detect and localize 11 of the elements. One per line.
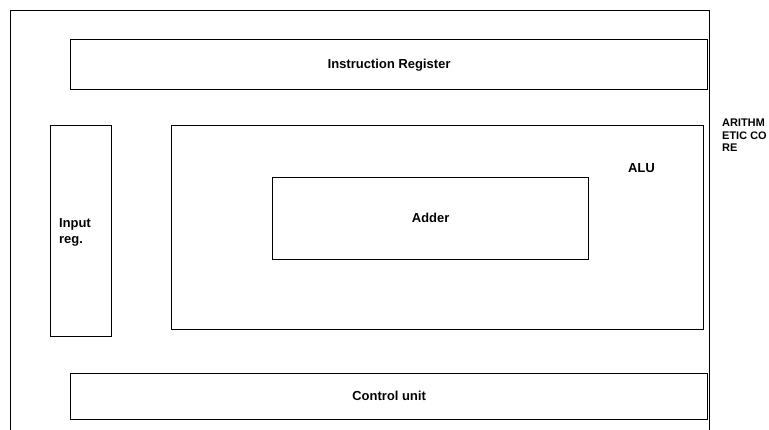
- unit-label: Input reg.: [59, 214, 92, 248]
- unit-label: Control unit: [352, 388, 426, 405]
- unit-box: [50, 125, 112, 337]
- unit-label: Adder: [412, 210, 450, 227]
- unit-box: [70, 373, 708, 420]
- unit-box: [272, 177, 589, 260]
- unit-label: Instruction Register: [328, 56, 450, 73]
- unit-box: [171, 125, 704, 330]
- unit-box: [70, 39, 708, 90]
- core-heading: ARITHMETIC CORE: [722, 117, 768, 155]
- unit-label: ALU: [628, 160, 655, 176]
